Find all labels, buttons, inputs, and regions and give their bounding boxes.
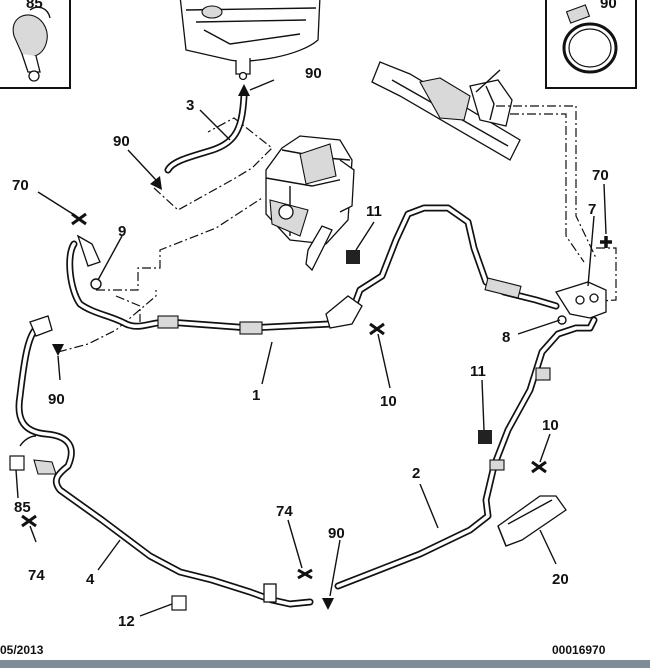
label-2: 2 [412, 465, 420, 482]
label-70-left: 70 [12, 177, 29, 194]
steering-rack-illustration [371, 61, 521, 161]
label-90-a: 90 [305, 65, 322, 82]
foam-pad-11b [478, 430, 492, 444]
dash-leaders [57, 105, 617, 353]
arrow-markers [52, 84, 334, 610]
pipe-4 [15, 315, 314, 608]
leader-lines [15, 79, 607, 617]
label-9: 9 [118, 223, 126, 240]
cross-markers [21, 212, 612, 580]
label-85-bottom: 85 [14, 499, 31, 516]
label-11-b: 11 [470, 363, 486, 380]
label-90-b: 90 [113, 133, 130, 150]
foam-pad-11a [346, 250, 360, 264]
label-90-d: 90 [328, 525, 345, 542]
label-70-right: 70 [592, 167, 609, 184]
reservoir-illustration [179, 0, 321, 81]
label-85-top: 85 [26, 0, 43, 12]
footer-date: 05/2013 [0, 643, 44, 657]
footer-ref: 00016970 [552, 643, 606, 657]
label-8: 8 [502, 329, 510, 346]
inset-clip-85 [0, 0, 71, 89]
pump-illustration [265, 135, 355, 272]
connector-boxes [9, 455, 187, 611]
label-3: 3 [186, 97, 194, 114]
label-20: 20 [552, 571, 569, 588]
inset-clamp-90 [545, 0, 637, 89]
label-74-mid: 74 [276, 503, 293, 520]
label-74-left: 74 [28, 567, 45, 584]
label-1: 1 [252, 387, 260, 404]
bottom-bar [0, 660, 650, 668]
label-90-topright: 90 [600, 0, 617, 12]
o-ring-9 [90, 278, 102, 290]
label-10-a: 10 [380, 393, 397, 410]
hose-3 [164, 92, 248, 174]
label-12: 12 [118, 613, 135, 630]
label-10-b: 10 [542, 417, 559, 434]
label-7: 7 [588, 201, 596, 218]
label-90-c: 90 [48, 391, 65, 408]
label-11-a: 11 [366, 203, 382, 220]
pipe-1 [66, 204, 560, 335]
label-4: 4 [86, 571, 95, 588]
part-20-sleeve [497, 495, 567, 547]
hose-2 [334, 281, 607, 590]
